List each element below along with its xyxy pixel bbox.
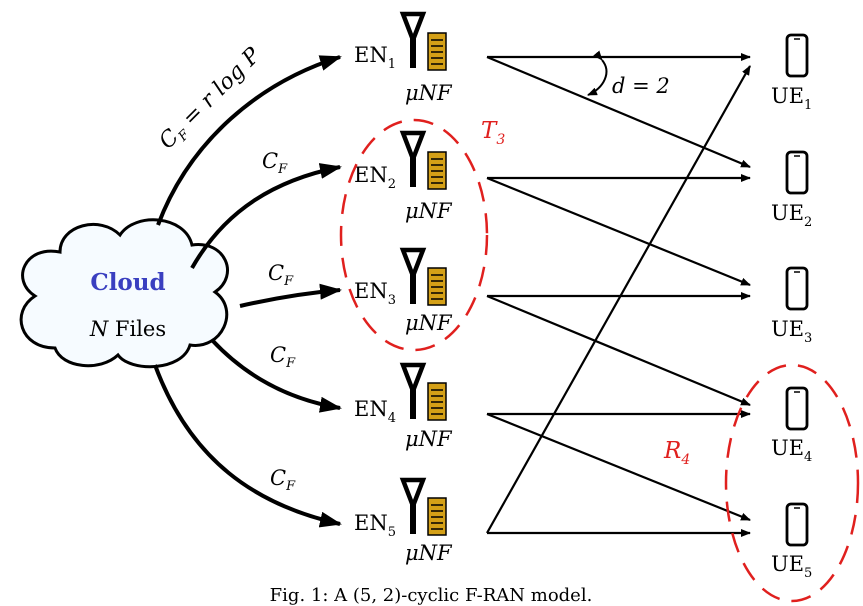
cloud-files-n: N <box>89 317 109 341</box>
cloud-title: Cloud <box>90 269 165 296</box>
wireless-links <box>486 53 751 537</box>
fronthaul-label-5-base: C <box>270 466 286 490</box>
phone-icon <box>785 386 809 431</box>
user-label-5: UE5 <box>771 552 812 581</box>
edge-node-cache-4: μNF <box>405 427 453 451</box>
edge-node-label-3: EN3 <box>354 279 396 308</box>
fronthaul-label-2-base: C <box>262 149 278 173</box>
user-1: UE1 <box>771 33 812 113</box>
user-label-2: UE2 <box>771 201 812 230</box>
phone-icon <box>785 266 809 311</box>
edge-node-cache-2: μNF <box>405 199 453 223</box>
edge-node-label-1: EN1 <box>354 43 396 72</box>
receiver-set-label: R4 <box>663 438 690 468</box>
user-3: UE3 <box>771 266 812 346</box>
fronthaul-link-2 <box>190 163 342 269</box>
antenna-icon <box>399 362 427 419</box>
user-label-3: UE3 <box>771 317 812 346</box>
edge-node-3: EN3 μNF <box>354 247 453 335</box>
phone-icon <box>785 150 809 195</box>
user-label-1: UE1 <box>771 84 812 113</box>
edge-node-5: EN5 μNF <box>354 477 453 565</box>
fronthaul-label-2-sub: F <box>277 162 288 177</box>
edge-nodes: EN1 μNF EN2 <box>354 11 453 565</box>
receiver-set-ellipse <box>724 363 860 603</box>
antenna-icon <box>399 11 427 68</box>
fronthaul-link-1 <box>156 55 342 226</box>
antenna-icon <box>399 247 427 304</box>
cache-icon <box>427 32 447 71</box>
antenna-icon <box>399 477 427 534</box>
edge-node-4: EN4 μNF <box>354 362 453 451</box>
edge-node-1: EN1 μNF <box>354 11 453 105</box>
user-label-4: UE4 <box>771 436 812 465</box>
cache-icon <box>427 267 447 306</box>
user-5: UE5 <box>771 502 812 581</box>
fronthaul-label-1-rhs: = r log P <box>173 42 267 136</box>
cloud-shape <box>19 218 229 369</box>
degree-annotation: d = 2 <box>587 50 670 98</box>
link-en4-ue5 <box>486 412 751 522</box>
edge-node-2: EN2 μNF <box>354 130 453 223</box>
cloud: Cloud N Files <box>19 218 229 369</box>
fronthaul-label-4-base: C <box>270 343 286 367</box>
cloud-files-label: N Files <box>89 317 166 341</box>
figure-caption: Fig. 1: A (5, 2)-cyclic F-RAN model. <box>270 585 593 606</box>
edge-node-label-4: EN4 <box>354 397 396 426</box>
edge-node-cache-1: μNF <box>405 81 453 105</box>
edge-node-label-5: EN5 <box>354 511 396 540</box>
fronthaul-label-3-base: C <box>268 261 284 285</box>
cloud-files-text: Files <box>108 317 166 341</box>
cache-icon <box>427 151 447 190</box>
edge-node-label-2: EN2 <box>354 163 396 192</box>
fronthaul-label-5: CF <box>270 466 296 494</box>
link-en5-ue1 <box>486 65 751 534</box>
antenna-icon <box>399 130 427 187</box>
fronthaul-label-2: CF <box>262 149 288 177</box>
user-2: UE2 <box>771 150 812 230</box>
degree-label: d = 2 <box>612 74 670 98</box>
degree-arc <box>587 50 608 96</box>
fronthaul-label-4-sub: F <box>285 356 296 371</box>
transmitter-set-ellipse <box>339 118 489 352</box>
link-en3-ue4 <box>486 294 751 407</box>
fronthaul-label-4: CF <box>270 343 296 371</box>
link-en1-ue2 <box>486 55 751 169</box>
fronthaul-link-5 <box>153 364 342 528</box>
cache-icon <box>427 382 447 421</box>
user-4: UE4 <box>771 386 812 465</box>
fronthaul-label-3-sub: F <box>283 274 294 289</box>
transmitter-set-label: T3 <box>481 118 505 148</box>
fronthaul-label-3: CF <box>268 261 294 289</box>
link-en2-ue3 <box>486 176 751 287</box>
cache-icon <box>427 497 447 536</box>
fronthaul-label-5-sub: F <box>285 479 296 494</box>
edge-node-cache-3: μNF <box>405 311 453 335</box>
fronthaul-links <box>153 55 342 528</box>
edge-node-cache-5: μNF <box>405 541 453 565</box>
phone-icon <box>785 33 809 78</box>
phone-icon <box>785 502 809 547</box>
users: UE1 UE2 UE3 UE4 UE5 <box>771 33 812 581</box>
highlight-sets: T3 R4 <box>339 118 860 603</box>
fronthaul-link-3 <box>239 283 342 308</box>
fronthaul-link-4 <box>210 338 342 413</box>
